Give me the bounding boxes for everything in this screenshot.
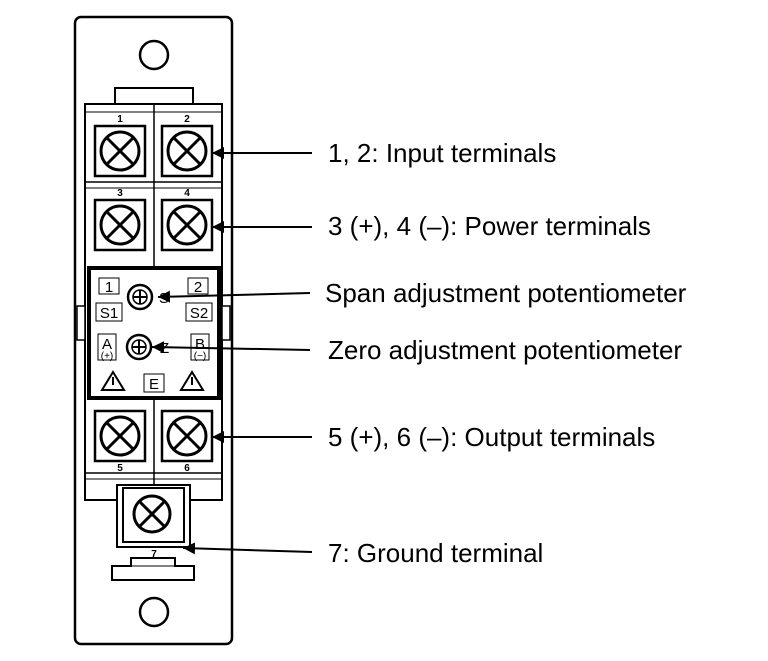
callout-span-potentiometer: Span adjustment potentiometer (325, 278, 687, 308)
panel-b-label: B (195, 336, 205, 353)
panel-s2-label: S2 (190, 305, 208, 322)
terminal-number-7: 7 (151, 549, 157, 560)
terminal-number-1: 1 (117, 114, 123, 125)
callout-ground-terminal: 7: Ground terminal (328, 538, 543, 568)
warning-triangle-icon (179, 370, 205, 391)
panel-z-label: Z (160, 340, 169, 357)
panel-s-label: S (159, 290, 169, 307)
panel-a-sign: (+) (101, 351, 114, 362)
callout-zero-potentiometer: Zero adjustment potentiometer (328, 335, 682, 365)
adjustment-panel: 1 2 S1 S2 S Z A (+) B (−) (87, 266, 221, 400)
screw-terminal-icon (132, 494, 172, 534)
panel-b-sign: (−) (194, 351, 207, 362)
screw-terminal-icon (166, 204, 208, 246)
callout-power-terminals: 3 (+), 4 (–): Power terminals (328, 211, 651, 241)
terminal-2: 2 (160, 114, 214, 178)
panel-e-label: E (149, 376, 159, 393)
screw-terminal-icon (99, 415, 141, 457)
span-potentiometer (126, 283, 154, 311)
terminal-1: 1 (93, 114, 147, 178)
callout-output-terminals: 5 (+), 6 (–): Output terminals (328, 422, 655, 452)
screw-terminal-icon (99, 204, 141, 246)
terminal-number-2: 2 (184, 114, 190, 125)
mounting-hole-icon (138, 39, 170, 71)
callout-input-terminals: 1, 2: Input terminals (328, 138, 556, 168)
terminal-6: 6 (160, 409, 214, 474)
terminal-7: 7 (111, 484, 195, 581)
panel-box-1-label: 1 (105, 279, 113, 296)
zero-potentiometer (125, 333, 153, 361)
screw-terminal-icon (99, 130, 141, 172)
mounting-hole-icon (138, 596, 170, 628)
screw-terminal-icon (166, 415, 208, 457)
terminal-5: 5 (93, 409, 147, 474)
terminal-number-4: 4 (184, 188, 190, 199)
callout-arrow-zero (151, 341, 311, 354)
callout-arrow-span (157, 290, 311, 303)
screw-terminal-icon (166, 130, 208, 172)
terminal-number-3: 3 (117, 188, 123, 199)
callout-arrow-ground (182, 542, 313, 555)
terminal-3: 3 (93, 188, 147, 252)
terminal-number-6: 6 (184, 463, 190, 474)
panel-a-label: A (102, 336, 112, 353)
warning-triangle-icon (100, 370, 126, 391)
panel-box-2-label: 2 (194, 279, 202, 296)
panel-s1-label: S1 (100, 305, 118, 322)
terminal-number-5: 5 (117, 463, 123, 474)
